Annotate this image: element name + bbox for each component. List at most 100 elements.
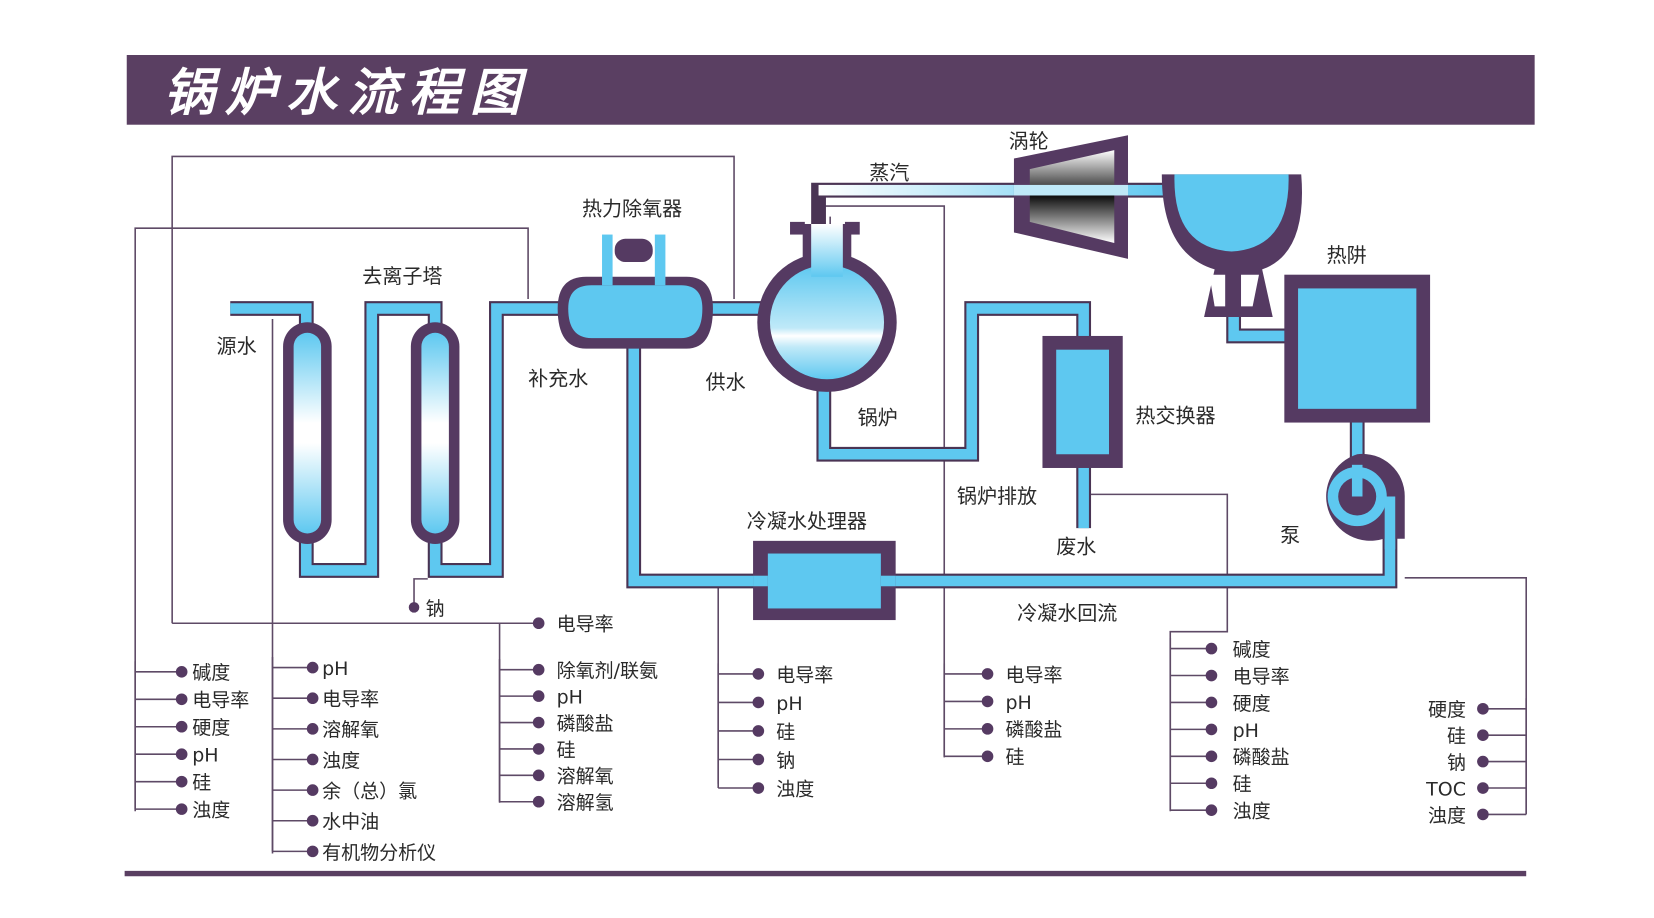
measurement-label: pH [1233,720,1259,742]
measurement-point-dot [306,692,319,705]
measurement-label: 除氧剂/联氨 [557,660,658,682]
label-steam: 蒸汽 [869,161,909,185]
label-feed-water: 供水 [706,370,746,394]
measurement-label: 溶解氢 [557,792,614,814]
measurement-point-dot [175,666,188,678]
measurement-point-dot [306,845,319,858]
measurement-label: 溶解氧 [322,719,379,741]
measurement-point-dot [306,814,319,827]
page-title: 锅炉水流程图 [164,63,532,122]
measurement-label: pH [322,658,348,680]
measurement-label: TOC [1425,778,1466,800]
measurement-point-dot [981,750,994,763]
measurement-point-dot [306,753,319,766]
label-pump: 泵 [1280,523,1300,547]
measurement-label: 浊度 [1233,801,1271,823]
measurement-label: 浊度 [1428,805,1466,827]
measurement-point-dot [532,663,545,676]
wire-blowdown-bus [1087,493,1229,812]
measurement-label: 硬度 [1233,693,1271,715]
measurement-label: 电导率 [557,614,614,636]
measurement-point-dot [752,696,765,709]
measurement-label: 电导率 [1005,664,1062,686]
measurement-label: 硅 [557,739,576,761]
measurement-point-dot [175,693,188,706]
measurement-point-dot [1205,804,1218,816]
measurement-point-dot [175,803,188,815]
measurement-point-dot [175,720,188,733]
measurement-point-dot [532,769,545,782]
measurement-label: 浊度 [776,778,814,800]
measurement-point-dot [1205,642,1218,655]
measurement-label: 电导率 [192,690,249,712]
label-deaerator: 热力除氧器 [582,197,682,221]
measurement-point-dot [1205,723,1218,736]
turbine [1013,135,1129,259]
deaerator-vent-icon [614,238,653,263]
measurement-point-dot [532,690,545,702]
measurement-label: 钠 [776,750,795,772]
measurement-label: 硅 [776,721,795,743]
measurement-label: 钠 [1447,752,1466,774]
measurement-point-dot [1205,750,1218,763]
label-source-water: 源水 [217,334,257,358]
measurement-label: 磷酸盐 [1005,719,1062,741]
deaerator [557,234,713,349]
measurement-label: 硬度 [192,717,230,739]
label-heat-exchanger: 热交换器 [1135,404,1215,428]
boiler-drum [757,221,897,392]
measurement-label: 磷酸盐 [557,713,614,735]
measurement-point-dot [752,725,765,737]
measurement-label: 有机物分析仪 [322,842,436,864]
component-labels: 源水 去离子塔 补充水 热力除氧器 供水 锅炉 蒸汽 涡轮 热阱 热交换器 锅炉… [217,129,1367,625]
label-sodium-probe: 钠 [426,598,445,620]
pump [1326,453,1405,550]
measurement-point-dot [981,723,994,735]
condenser [1161,174,1303,317]
measurement-label: 硅 [1447,726,1466,748]
measurement-point-dot [1477,729,1489,742]
label-deionizer: 去离子塔 [362,264,442,288]
measurement-label: pH [776,693,802,715]
measurement-label: 磷酸盐 [1233,747,1290,769]
title-bar: 锅炉水流程图 [126,55,1535,125]
measurement-label: 硅 [192,772,211,794]
measurement-point-dot [175,748,188,761]
pipe-condensate-return [628,338,1396,587]
measurement-point-dot [532,743,545,755]
measurement-point-dot [752,782,765,794]
measurement-label: 余（总）氯 [322,781,417,803]
pipe-steam [818,184,1173,196]
measurement-point-dot [1477,702,1489,715]
measurement-label: 碱度 [192,662,230,684]
title-bar-background [126,55,1535,125]
label-boiler-blowdown: 锅炉排放 [957,484,1037,508]
measurement-point-dot [1477,808,1489,821]
measurement-point-dot [981,668,994,680]
condensate-polisher [753,540,896,621]
label-condensate-return: 冷凝水回流 [1017,601,1117,625]
measurement-label: 硬度 [1428,699,1466,721]
measurement-point-dot [532,716,545,729]
measurement-point-dot [532,617,545,630]
wire-source-loop [134,227,529,812]
measurement-label: 电导率 [322,689,379,711]
label-waste-water: 废水 [1056,535,1096,559]
wire-sodium [413,578,428,605]
measurement-point-dot [306,784,319,796]
label-makeup-water: 补充水 [528,367,588,391]
measurement-point-dot [752,668,765,680]
measurement-point-dot [1205,669,1218,682]
pipe-boiler-blowdown [818,303,1089,460]
measurement-point-dot [1477,782,1489,794]
label-boiler: 锅炉 [858,406,898,430]
measurement-point-dot [306,723,319,735]
measurement-point-dot [175,775,188,788]
